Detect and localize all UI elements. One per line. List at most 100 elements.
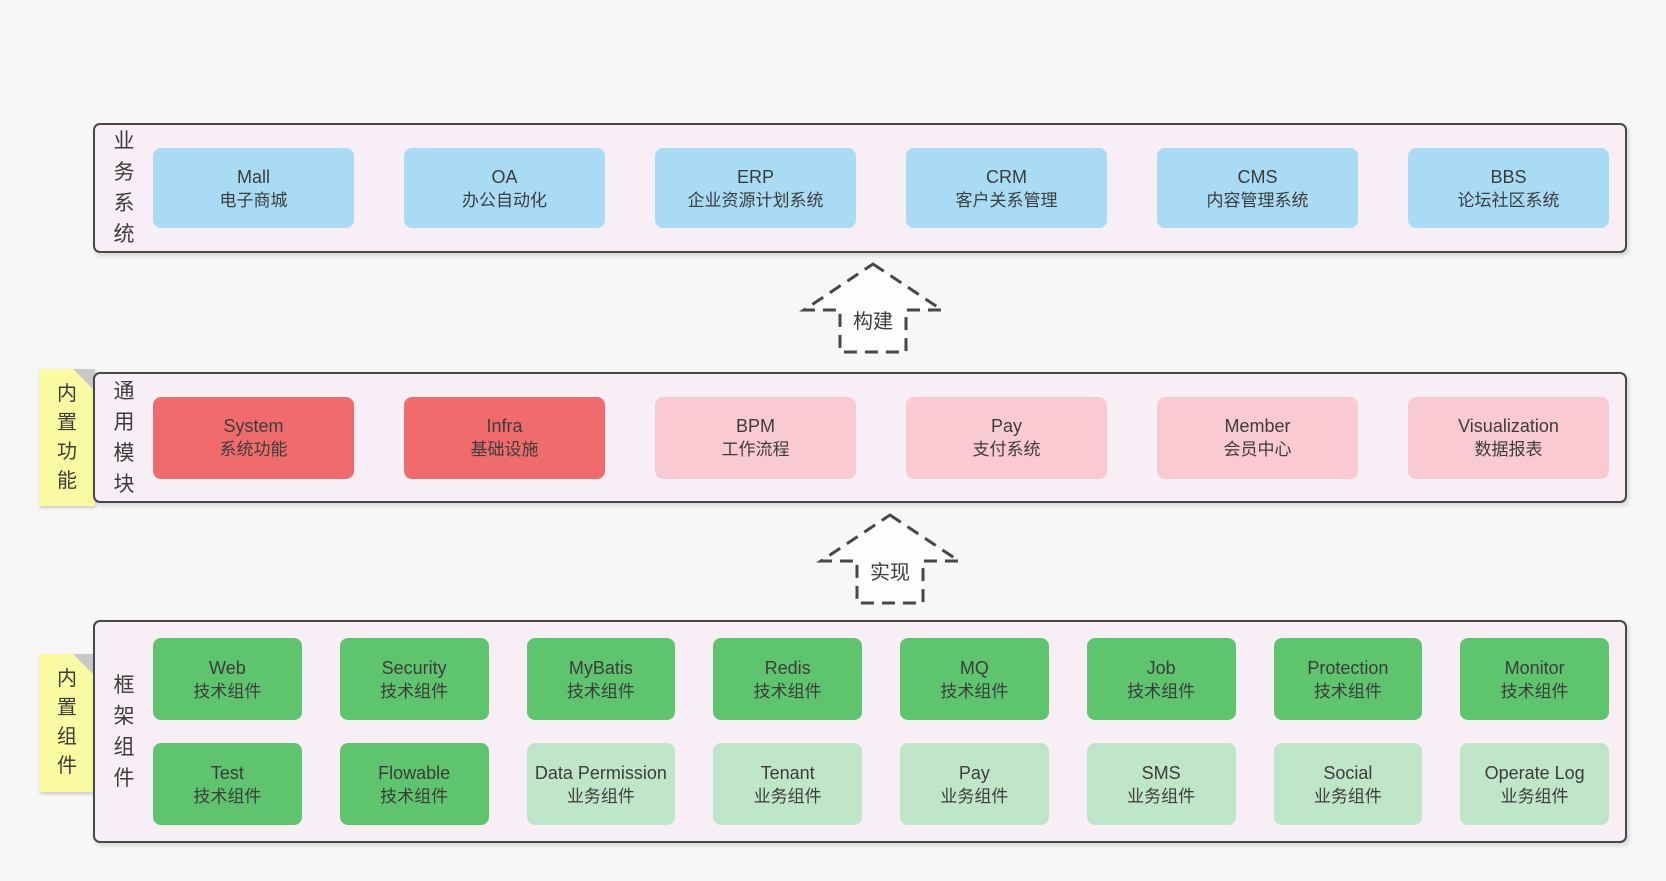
box-mq: MQ 技术组件 (900, 638, 1049, 720)
sticky-note-builtin-components: 内置组件 (39, 654, 95, 792)
box-social: Social 业务组件 (1273, 743, 1423, 825)
box-subtitle: 技术组件 (1313, 681, 1382, 701)
box-title: MQ (959, 657, 989, 678)
box-system: System 系统功能 (153, 396, 354, 479)
box-subtitle: 客户关系管理 (955, 190, 1058, 210)
box-title: Protection (1307, 657, 1389, 678)
box-redis: Redis 技术组件 (713, 638, 862, 720)
box-title: OA (491, 166, 518, 187)
box-subtitle: 系统功能 (219, 440, 288, 459)
box-title: Infra (486, 416, 523, 436)
box-subtitle: 内容管理系统 (1206, 190, 1309, 210)
box-subtitle: 技术组件 (940, 681, 1009, 701)
box-title: CMS (1237, 166, 1278, 187)
dashed-up-arrow-icon: 构建 (799, 262, 947, 354)
box-erp: ERP 企业资源计划系统 (655, 148, 856, 228)
box-title: BBS (1490, 166, 1527, 187)
box-subtitle: 技术组件 (1127, 681, 1196, 701)
box-subtitle: 技术组件 (193, 786, 262, 806)
box-title: Pay (990, 416, 1023, 436)
box-title: Data Permission (534, 762, 667, 783)
box-monitor: Monitor 技术组件 (1460, 638, 1609, 720)
sticky-label: 内置组件 (57, 668, 77, 777)
box-subtitle: 业务组件 (1127, 786, 1196, 806)
box-infra: Infra 基础设施 (404, 396, 605, 479)
box-title: MyBatis (568, 657, 633, 678)
box-mall: Mall 电子商城 (153, 148, 354, 228)
box-title: ERP (736, 166, 774, 187)
box-title: Visualization (1458, 416, 1559, 436)
arrow-label: 构建 (853, 310, 893, 333)
sticky-label: 内置功能 (57, 382, 77, 492)
band-business-systems: 业务系统 Mall 电子商城 OA 办公自动化 ERP 企业资源计划系统 CRM… (93, 123, 1627, 253)
band-framework-components: 框架组件 Web 技术组件 Security 技术组件 MyBatis 技术组件… (93, 620, 1627, 843)
box-pay: Pay 支付系统 (906, 396, 1107, 479)
box-title: BPM (735, 416, 775, 436)
box-subtitle: 技术组件 (380, 786, 449, 806)
box-visualization: Visualization 数据报表 (1408, 396, 1609, 479)
box-subtitle: 基础设施 (470, 440, 539, 459)
box-subtitle: 数据报表 (1474, 440, 1543, 459)
box-title: Redis (764, 657, 811, 678)
box-member: Member 会员中心 (1157, 396, 1358, 479)
box-protection: Protection 技术组件 (1273, 638, 1423, 720)
arrow-up-build-icon: 构建 (799, 260, 947, 356)
arrow-label: 实现 (870, 561, 910, 584)
box-title: Mall (236, 166, 270, 187)
box-title: Test (210, 762, 244, 783)
box-title: Security (381, 657, 447, 678)
band-common-modules-label: 通用模块 (113, 379, 135, 496)
framework-components-grid: Web 技术组件 Security 技术组件 MyBatis 技术组件 Redi… (153, 622, 1625, 841)
business-systems-boxes: Mall 电子商城 OA 办公自动化 ERP 企业资源计划系统 CRM 客户关系… (153, 125, 1625, 251)
box-subtitle: 电子商城 (219, 190, 288, 210)
box-title: SMS (1141, 762, 1181, 783)
box-title: Flowable (378, 762, 451, 783)
common-modules-boxes: System 系统功能 Infra 基础设施 BPM 工作流程 Pay 支付系统… (153, 374, 1625, 501)
box-bpm: BPM 工作流程 (655, 396, 856, 479)
box-title: Operate Log (1484, 762, 1585, 783)
box-subtitle: 业务组件 (1500, 786, 1569, 806)
box-bbs: BBS 论坛社区系统 (1408, 148, 1609, 228)
box-subtitle: 支付系统 (972, 440, 1041, 459)
box-security: Security 技术组件 (339, 638, 489, 720)
box-test: Test 技术组件 (153, 743, 302, 825)
box-oa: OA 办公自动化 (404, 148, 605, 228)
box-title: Social (1323, 762, 1373, 783)
box-title: Monitor (1504, 657, 1565, 678)
box-flowable: Flowable 技术组件 (339, 743, 489, 825)
box-subtitle: 业务组件 (940, 786, 1009, 806)
box-crm: CRM 客户关系管理 (906, 148, 1107, 228)
band-common-modules: 通用模块 System 系统功能 Infra 基础设施 BPM 工作流程 Pay… (93, 372, 1627, 503)
box-subtitle: 技术组件 (380, 681, 449, 701)
box-tenant: Tenant 业务组件 (713, 743, 862, 825)
box-subtitle: 技术组件 (753, 681, 822, 701)
box-title: CRM (986, 166, 1027, 187)
box-subtitle: 企业资源计划系统 (687, 190, 824, 210)
framework-components-row-2: Test 技术组件 Flowable 技术组件 Data Permission … (153, 743, 1609, 825)
box-subtitle: 会员中心 (1223, 440, 1292, 459)
box-title: Pay (958, 762, 990, 783)
band-framework-components-label: 框架组件 (113, 673, 135, 790)
dashed-up-arrow-icon: 实现 (816, 513, 964, 605)
box-title: Tenant (760, 762, 815, 783)
box-subtitle: 技术组件 (1500, 681, 1569, 701)
box-sms: SMS 业务组件 (1086, 743, 1236, 825)
arrow-up-implement-icon: 实现 (816, 511, 964, 607)
box-title: Web (209, 657, 246, 678)
box-pay-business: Pay 业务组件 (900, 743, 1049, 825)
box-data-permission: Data Permission 业务组件 (526, 743, 676, 825)
box-subtitle: 办公自动化 (462, 190, 547, 210)
box-subtitle: 业务组件 (753, 786, 822, 806)
box-subtitle: 技术组件 (193, 681, 262, 701)
box-subtitle: 论坛社区系统 (1457, 190, 1560, 210)
box-title: Job (1146, 657, 1176, 678)
box-subtitle: 技术组件 (566, 681, 635, 701)
box-operate-log: Operate Log 业务组件 (1460, 743, 1609, 825)
box-cms: CMS 内容管理系统 (1157, 148, 1358, 228)
box-subtitle: 工作流程 (721, 440, 790, 459)
box-mybatis: MyBatis 技术组件 (526, 638, 676, 720)
box-web: Web 技术组件 (153, 638, 302, 720)
box-subtitle: 业务组件 (566, 786, 635, 806)
box-subtitle: 业务组件 (1313, 786, 1382, 806)
